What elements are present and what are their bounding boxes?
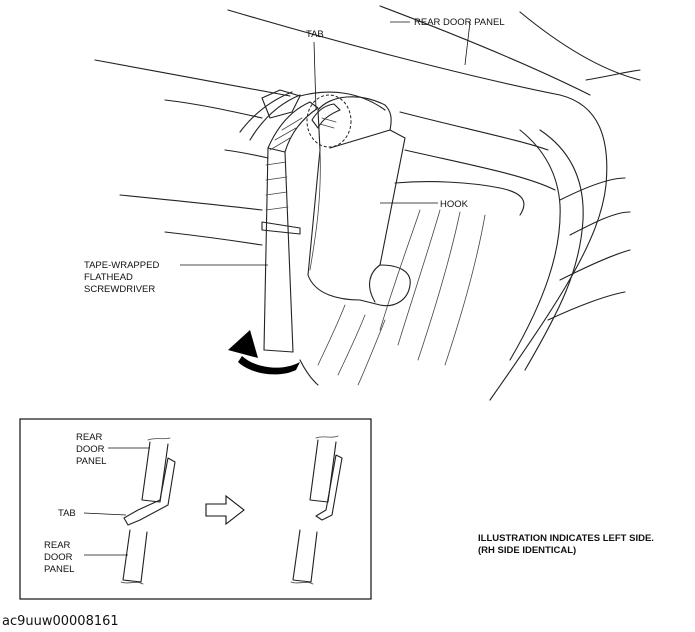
image-code: ac9uuw00008161 (2, 614, 119, 629)
tab-detail (306, 94, 352, 148)
note-line-2: (RH SIDE IDENTICAL) (478, 545, 576, 556)
door-trim-flange (239, 89, 386, 141)
curved-pry-arrow-icon (228, 330, 300, 375)
label-rear-door-panel: REAR DOOR PANEL (414, 17, 505, 28)
hook-clip (307, 96, 411, 307)
label-hook: HOOK (440, 199, 469, 210)
tab-highlight-circle (306, 94, 352, 148)
label-screwdriver-line-2: FLATHEAD (84, 272, 133, 283)
label-tab: TAB (306, 29, 324, 40)
detail-label-rear-top-1: REAR (76, 432, 103, 443)
label-screwdriver-line-3: SCREWDRIVER (84, 284, 155, 295)
detail-label-tab: TAB (58, 508, 76, 519)
main-illustration: REAR DOOR PANEL TAB HOOK TAPE-WRAPPED FL… (84, 5, 641, 401)
leader-lines (180, 21, 471, 266)
right-arrow-outline-icon (205, 494, 245, 526)
detail-inset: REAR DOOR PANEL TAB REAR DOOR PANEL (19, 418, 372, 600)
detail-label-rear-bottom-1: REAR (44, 540, 71, 551)
note-line-1: ILLUSTRATION INDICATES LEFT SIDE. (478, 533, 654, 544)
rear-door-panel-body (94, 5, 641, 401)
label-screwdriver-line-1: TAPE-WRAPPED (84, 260, 159, 271)
detail-label-rear-bottom-3: PANEL (44, 564, 74, 575)
detail-after (290, 435, 343, 585)
tape-wrapped-screwdriver (261, 101, 319, 353)
detail-label-rear-bottom-2: DOOR (44, 552, 73, 563)
detail-label-rear-top-3: PANEL (76, 456, 106, 467)
detail-label-rear-top-2: DOOR (76, 444, 105, 455)
